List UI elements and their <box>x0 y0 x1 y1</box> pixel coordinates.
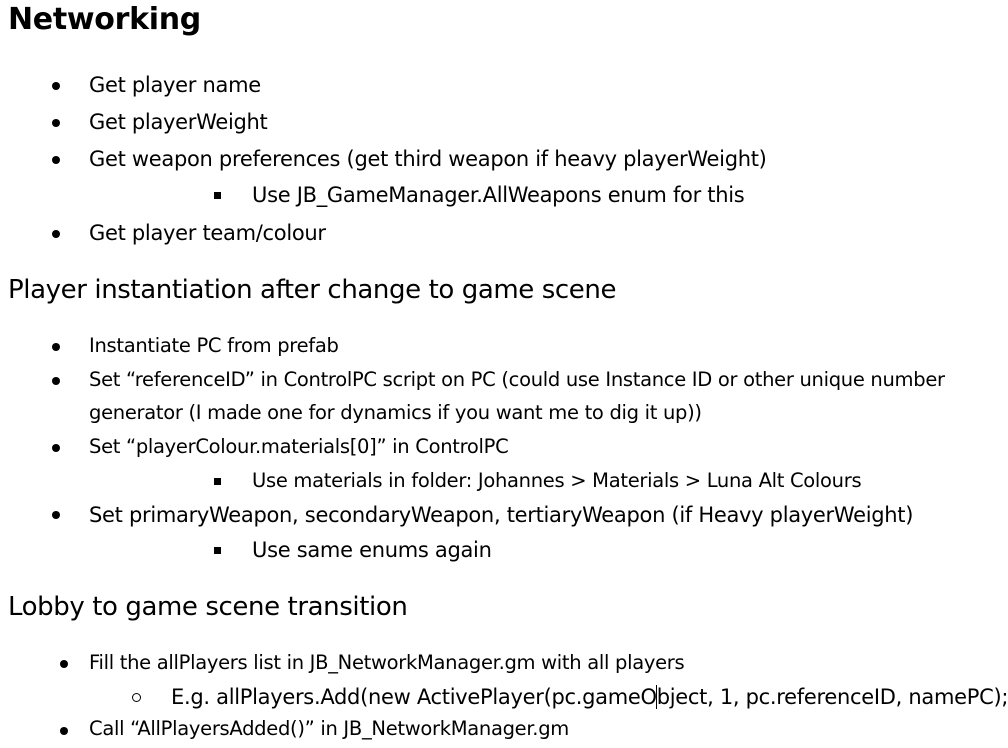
list-item: Get player team/colour <box>89 221 326 245</box>
bullet-icon <box>60 660 68 668</box>
list-item: Instantiate PC from prefab <box>89 334 339 357</box>
square-bullet-icon <box>214 478 221 485</box>
list-item: Set “referenceID” in ControlPC script on… <box>89 368 945 391</box>
bullet-icon <box>52 119 60 127</box>
list-item: Set “playerColour.materials[0]” in Contr… <box>89 435 509 458</box>
circle-bullet-icon <box>132 693 141 702</box>
list-item-continuation: generator (I made one for dynamics if yo… <box>89 401 702 424</box>
list-item: Fill the allPlayers list in JB_NetworkMa… <box>89 651 685 674</box>
bullet-icon <box>52 82 60 90</box>
list-item: Set primaryWeapon, secondaryWeapon, tert… <box>89 503 914 527</box>
code-text-part: bject, 1, pc.referenceID, namePC); <box>656 685 1008 709</box>
list-item: Get player name <box>89 73 261 97</box>
bullet-icon <box>52 511 60 519</box>
sub-list-item: Use JB_GameManager.AllWeapons enum for t… <box>252 183 745 207</box>
bullet-icon <box>52 343 60 351</box>
text-cursor <box>656 685 658 709</box>
bullet-icon <box>60 727 68 735</box>
list-item: Get weapon preferences (get third weapon… <box>89 147 767 171</box>
section-heading: Lobby to game scene transition <box>8 592 408 622</box>
bullet-icon <box>52 156 60 164</box>
code-text-part: E.g. allPlayers.Add(new ActivePlayer(pc.… <box>171 685 657 709</box>
bullet-icon <box>52 444 60 452</box>
section-heading: Player instantiation after change to gam… <box>8 275 617 305</box>
list-item: Get playerWeight <box>89 110 268 134</box>
list-item: Call “AllPlayersAdded()” in JB_NetworkMa… <box>89 717 569 740</box>
sub-list-item: E.g. allPlayers.Add(new ActivePlayer(pc.… <box>171 683 1008 711</box>
square-bullet-icon <box>214 547 221 554</box>
sub-list-item: Use same enums again <box>252 538 492 562</box>
bullet-icon <box>52 377 60 385</box>
bullet-icon <box>52 230 60 238</box>
document-heading: Networking <box>8 2 201 37</box>
sub-list-item: Use materials in folder: Johannes > Mate… <box>252 469 862 492</box>
square-bullet-icon <box>214 192 221 199</box>
